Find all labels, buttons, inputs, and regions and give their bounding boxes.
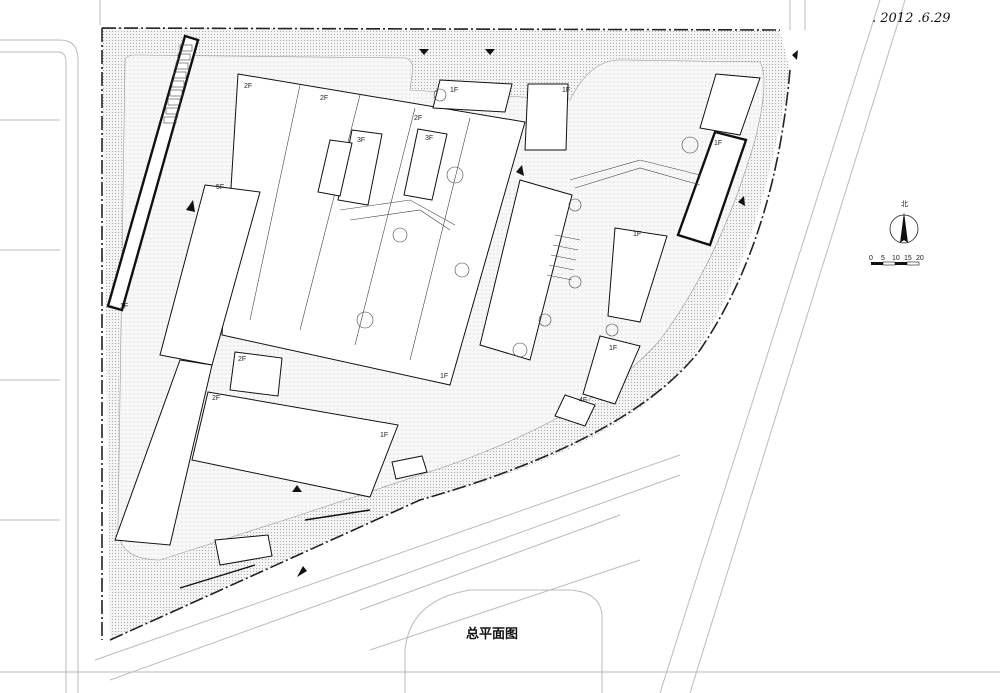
floor-label: 2F	[212, 395, 220, 402]
north-arrow: 北	[889, 200, 919, 244]
building-1f-east	[607, 227, 668, 323]
floor-label: 1F	[120, 303, 128, 310]
entrance-arrows	[186, 49, 798, 577]
building-4f	[554, 394, 596, 427]
floor-label: 4F	[579, 397, 587, 404]
drawing-title: 总平面图	[466, 626, 518, 642]
floor-label: 1F	[562, 87, 570, 94]
scale-bar: 0 5 10 15 20	[869, 255, 924, 266]
building-1f-north	[432, 79, 513, 113]
scale-tick: 20	[916, 255, 924, 262]
west-strip-windows	[163, 44, 193, 124]
handwritten-date: . 2012 .6.29	[872, 11, 951, 26]
floor-label: 2F	[244, 83, 252, 90]
building-annex-a	[317, 139, 353, 197]
floor-label: 1F	[380, 432, 388, 439]
floor-label: 2F	[238, 356, 246, 363]
building-1f-gate	[524, 83, 569, 151]
entrance-arrow-icon	[292, 485, 302, 492]
building-3f-b	[403, 128, 448, 201]
north-arrow-icon	[900, 212, 908, 243]
entrance-arrow-icon	[297, 566, 307, 577]
building-central-tall	[479, 179, 573, 361]
floor-label: 1F	[440, 373, 448, 380]
entrance-arrow-icon	[516, 165, 524, 176]
floor-label: 1F	[450, 87, 458, 94]
building-2f-small	[229, 351, 283, 397]
building-west-strip	[106, 34, 200, 312]
building-1f-southeast	[582, 335, 641, 405]
scale-tick: 0	[869, 255, 873, 262]
scale-tick: 5	[881, 255, 885, 262]
entrance-arrow-icon	[485, 49, 495, 55]
floor-label: 2F	[320, 95, 328, 102]
buildings	[106, 34, 761, 566]
floor-label: 1F	[609, 345, 617, 352]
landscape-details	[179, 88, 701, 589]
floor-label: 3F	[425, 135, 433, 142]
floor-label: 1F	[633, 231, 641, 238]
floor-label: 2F	[414, 115, 422, 122]
building-1f-northeast	[676, 130, 748, 247]
floor-label: 3F	[357, 137, 365, 144]
building-south-1f	[191, 391, 399, 498]
building-northeast-annex	[699, 73, 761, 136]
floor-labels: 2F 2F 2F 3F 3F 1F 1F 5F 1F 2F 2F 1F 1F 1…	[120, 83, 722, 439]
floor-label: 1F	[714, 140, 722, 147]
entrance-arrow-icon	[738, 196, 745, 206]
entrance-arrow-icon	[186, 200, 195, 212]
scale-tick: 15	[904, 255, 912, 262]
building-gatehouse	[214, 534, 273, 566]
scale-tick: 10	[892, 255, 900, 262]
floor-label: 5F	[216, 184, 224, 191]
entrance-arrow-icon	[792, 50, 798, 60]
building-southwest-long	[114, 359, 213, 546]
building-kiosk	[391, 455, 428, 480]
entrance-arrow-icon	[419, 49, 429, 55]
north-label: 北	[901, 200, 908, 208]
